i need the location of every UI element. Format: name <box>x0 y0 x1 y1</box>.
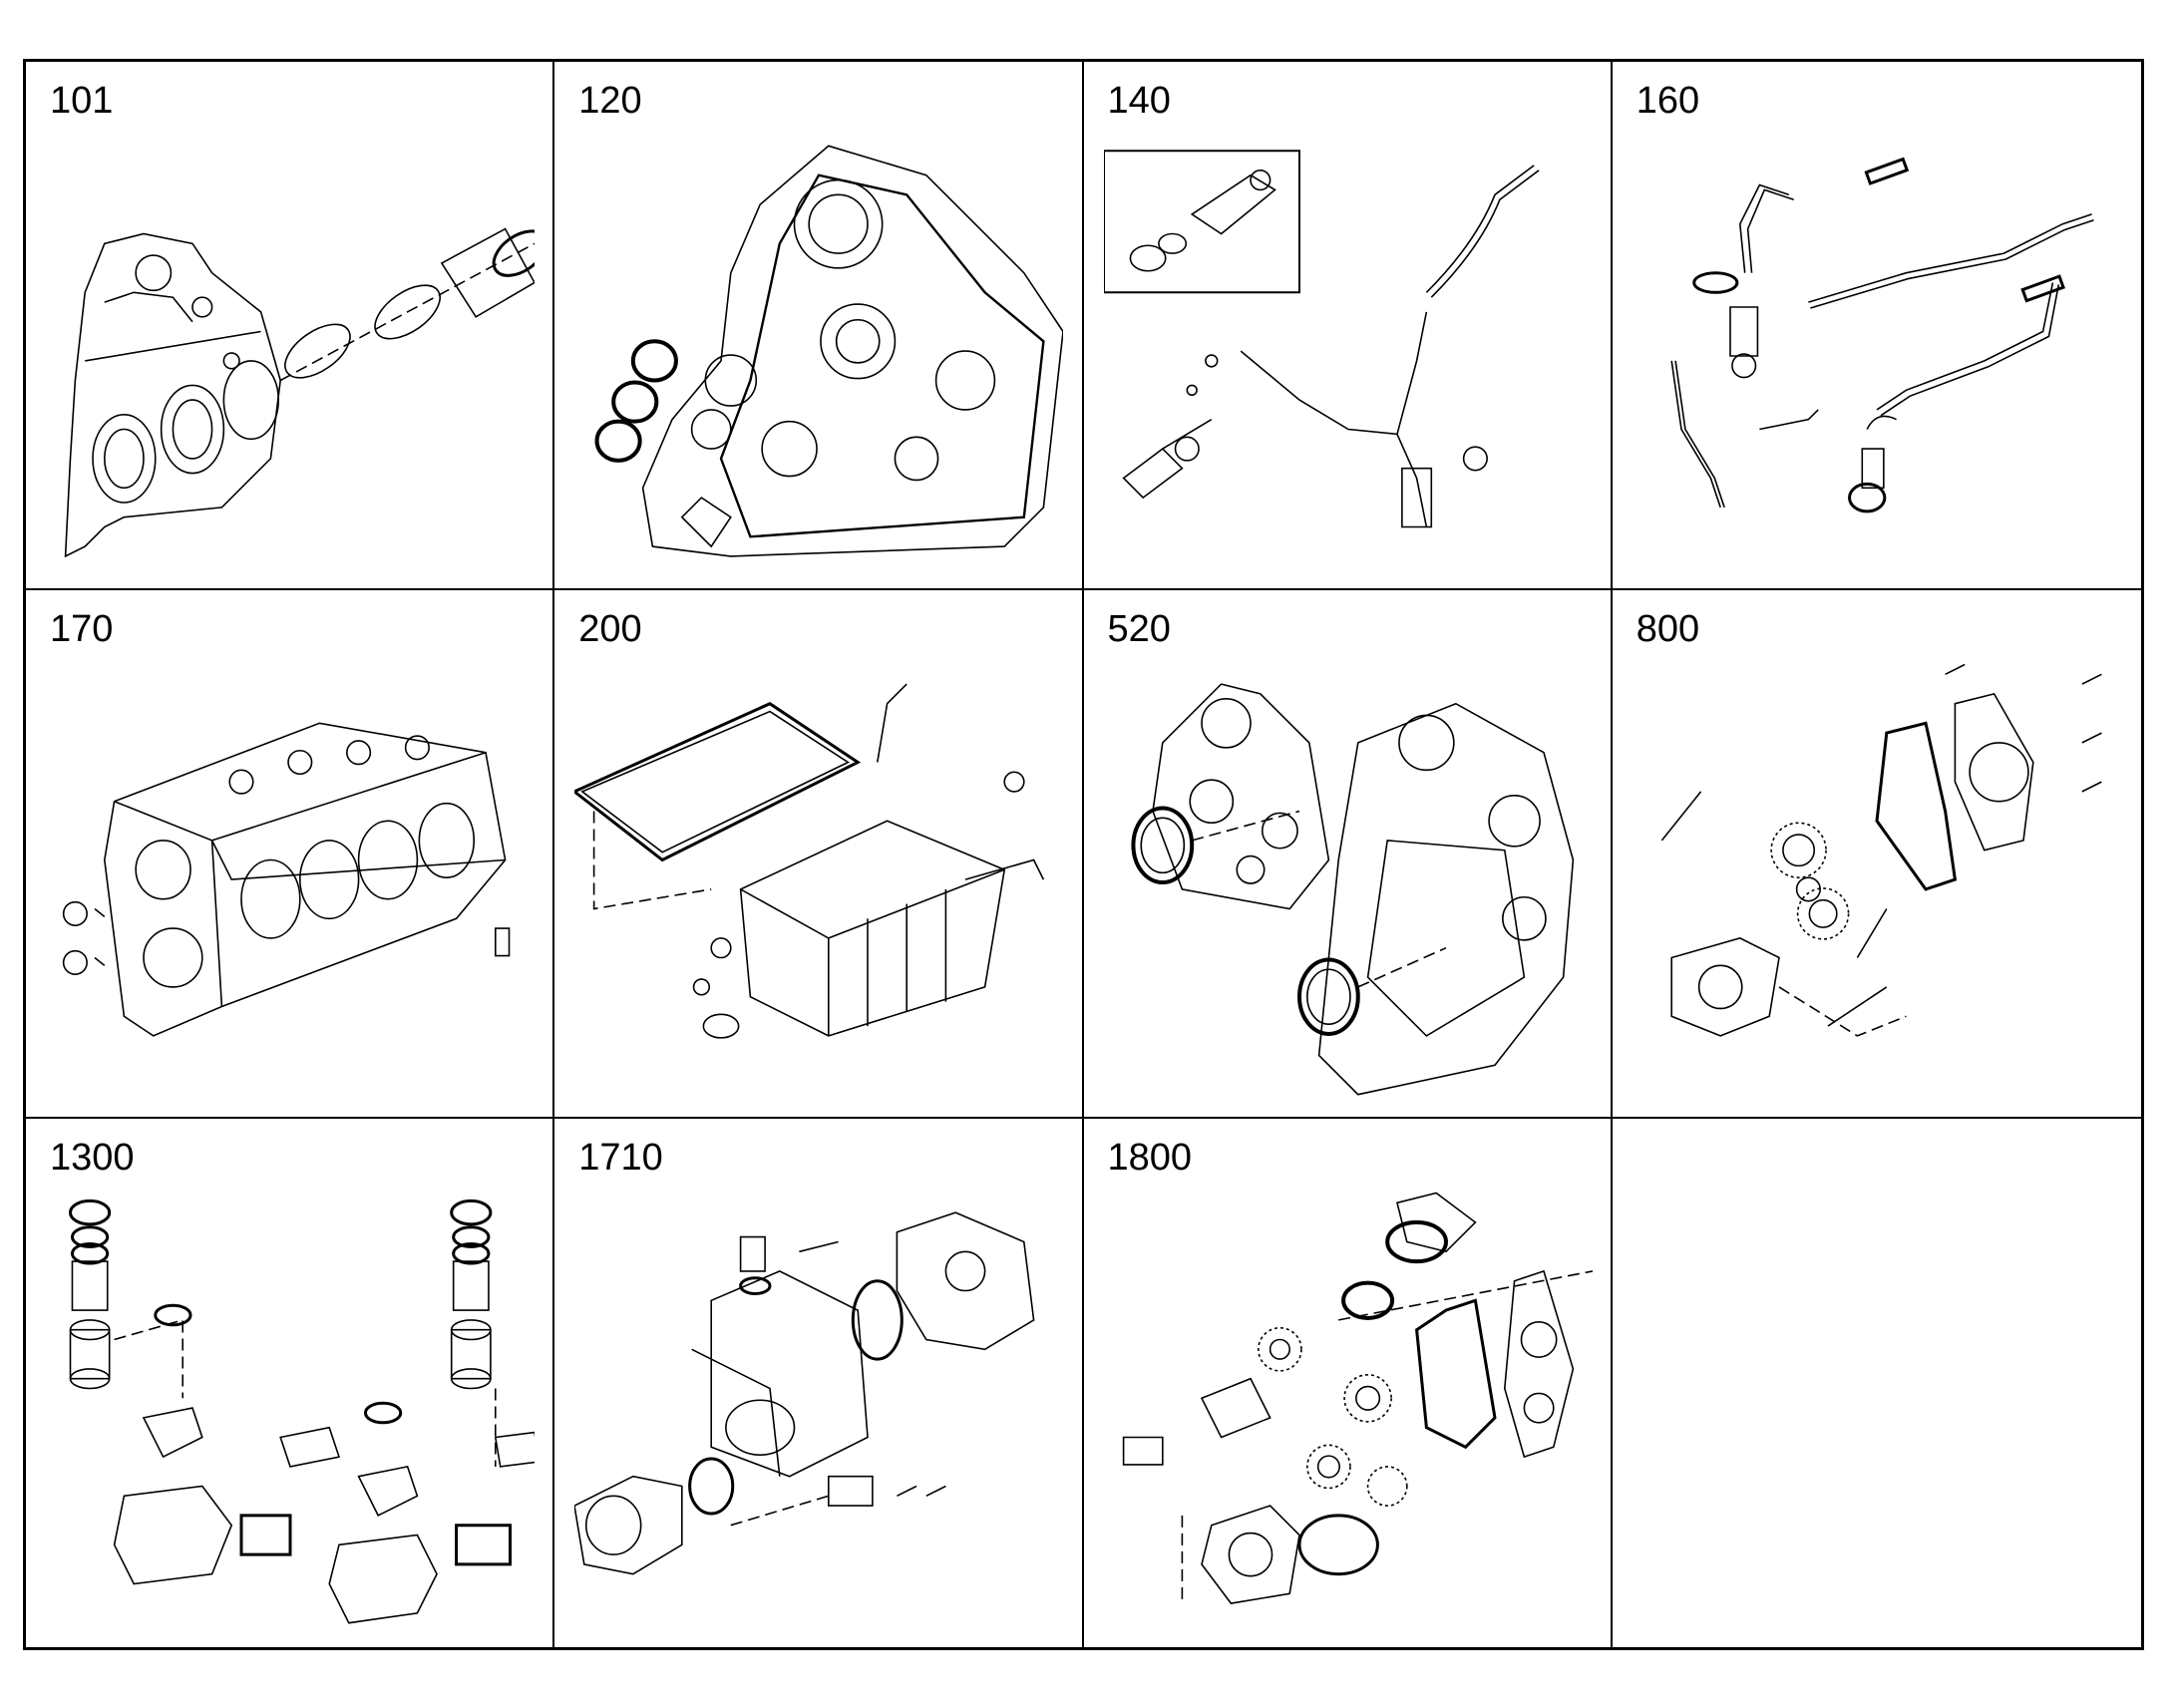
group-number: 1710 <box>578 1137 663 1179</box>
group-cell-1710[interactable]: 1710 <box>554 1119 1084 1647</box>
group-number: 140 <box>1107 80 1171 122</box>
group-cell-200[interactable]: 200 <box>554 590 1084 1119</box>
group-cell-800[interactable]: 800 <box>1612 590 2141 1119</box>
group-number: 800 <box>1635 608 1700 650</box>
group-number: 101 <box>50 80 114 122</box>
engine-block-icon <box>46 660 535 1109</box>
group-cell-120[interactable]: 120 <box>554 62 1084 590</box>
group-cell-1300[interactable]: 1300 <box>26 1119 555 1647</box>
group-number: 1800 <box>1107 1137 1193 1179</box>
group-cell-101[interactable]: 101 <box>26 62 555 590</box>
group-cell-160[interactable]: 160 <box>1612 62 2141 590</box>
flywheel-housing-icon <box>1104 660 1593 1109</box>
compressor-icon <box>574 1189 1063 1637</box>
group-number: 170 <box>50 608 114 650</box>
group-number: 120 <box>578 80 642 122</box>
group-number: 200 <box>578 608 642 650</box>
group-number: 160 <box>1635 80 1700 122</box>
group-cell-520[interactable]: 520 <box>1083 590 1613 1119</box>
cylinder-liner-icon <box>46 132 535 580</box>
empty-cell <box>1613 1119 2141 1647</box>
fuel-filter-icon <box>46 1189 535 1637</box>
group-number: 1300 <box>50 1137 135 1179</box>
oil-pan-icon <box>574 660 1063 1109</box>
coolant-pipes-icon <box>1633 132 2121 580</box>
group-cell-140[interactable]: 140 <box>1083 62 1613 590</box>
parts-group-grid: 101 120 <box>23 59 2144 1650</box>
gear-drive-icon <box>1633 660 2121 1109</box>
pto-drive-icon <box>1104 1189 1593 1637</box>
group-cell-1800[interactable]: 1800 <box>1084 1119 1613 1647</box>
group-cell-170[interactable]: 170 <box>26 590 555 1119</box>
injector-line-icon <box>1104 132 1593 580</box>
group-number: 520 <box>1107 608 1171 650</box>
timing-case-icon <box>574 132 1063 580</box>
